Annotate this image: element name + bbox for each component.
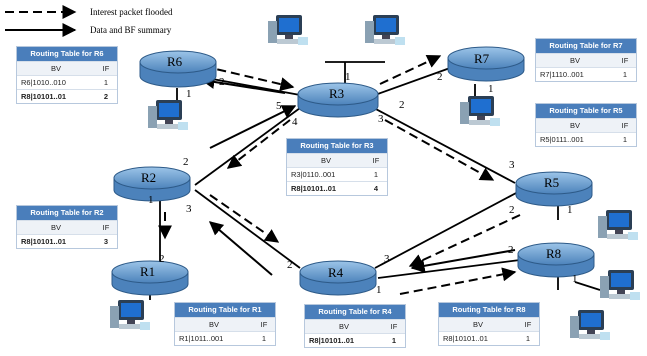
- svg-text:2: 2: [219, 76, 225, 88]
- computer-icon: [570, 310, 610, 340]
- svg-text:3: 3: [378, 113, 384, 125]
- router-r7: R7: [447, 46, 525, 82]
- computer-icon: [268, 15, 308, 45]
- data-arrows: [200, 75, 516, 276]
- svg-text:1: 1: [186, 88, 192, 100]
- router-r3: R3: [297, 82, 379, 118]
- table-title: Routing Table for R4: [305, 305, 405, 319]
- router-r2: R2: [113, 166, 191, 202]
- svg-text:2: 2: [509, 204, 515, 216]
- router-r5: R5: [515, 171, 593, 207]
- router-label-r1: R1: [140, 264, 155, 279]
- svg-text:4: 4: [292, 116, 298, 128]
- table-title: Routing Table for R5: [536, 104, 636, 118]
- router-label-r5: R5: [544, 175, 559, 190]
- svg-text:3: 3: [509, 159, 515, 171]
- computer-icon: [598, 210, 638, 240]
- computer-icon: [460, 96, 500, 126]
- router-r1: R1: [111, 260, 189, 296]
- router-r8: R8: [517, 242, 595, 278]
- router-r6: R6: [139, 50, 217, 88]
- svg-text:1: 1: [567, 204, 573, 216]
- computer-icon: [110, 300, 150, 330]
- svg-text:2: 2: [508, 244, 514, 256]
- table-title: Routing Table for R8: [439, 303, 539, 317]
- router-label-r6: R6: [167, 54, 183, 69]
- svg-text:3: 3: [384, 253, 390, 265]
- legend-dashed-label: Interest packet flooded: [90, 7, 173, 17]
- table-title: Routing Table for R1: [175, 303, 275, 317]
- router-label-r8: R8: [546, 246, 561, 261]
- router-label-r3: R3: [329, 86, 344, 101]
- router-r4: R4: [299, 260, 377, 296]
- svg-text:1: 1: [148, 194, 154, 206]
- svg-text:1: 1: [345, 71, 351, 83]
- svg-text:2: 2: [159, 253, 165, 265]
- svg-text:1: 1: [488, 83, 494, 95]
- router-label-r2: R2: [141, 170, 156, 185]
- interest-arrows: [158, 54, 521, 295]
- computer-icon: [148, 100, 188, 130]
- svg-text:5: 5: [276, 100, 282, 112]
- svg-text:1: 1: [376, 284, 382, 296]
- svg-text:2: 2: [437, 71, 443, 83]
- table-title: Routing Table for R3: [287, 139, 387, 153]
- legend-solid-label: Data and BF summary: [90, 25, 172, 35]
- svg-text:2: 2: [183, 156, 189, 168]
- svg-text:2: 2: [287, 259, 293, 271]
- svg-text:3: 3: [186, 203, 192, 215]
- table-title: Routing Table for R7: [536, 39, 636, 53]
- computer-icon: [600, 270, 640, 300]
- table-title: Routing Table for R6: [17, 47, 117, 61]
- computer-icon: [365, 15, 405, 45]
- router-label-r7: R7: [474, 51, 490, 66]
- router-label-r4: R4: [328, 265, 344, 280]
- table-title: Routing Table for R2: [17, 206, 117, 220]
- svg-text:2: 2: [399, 99, 405, 111]
- svg-text:1: 1: [572, 273, 578, 285]
